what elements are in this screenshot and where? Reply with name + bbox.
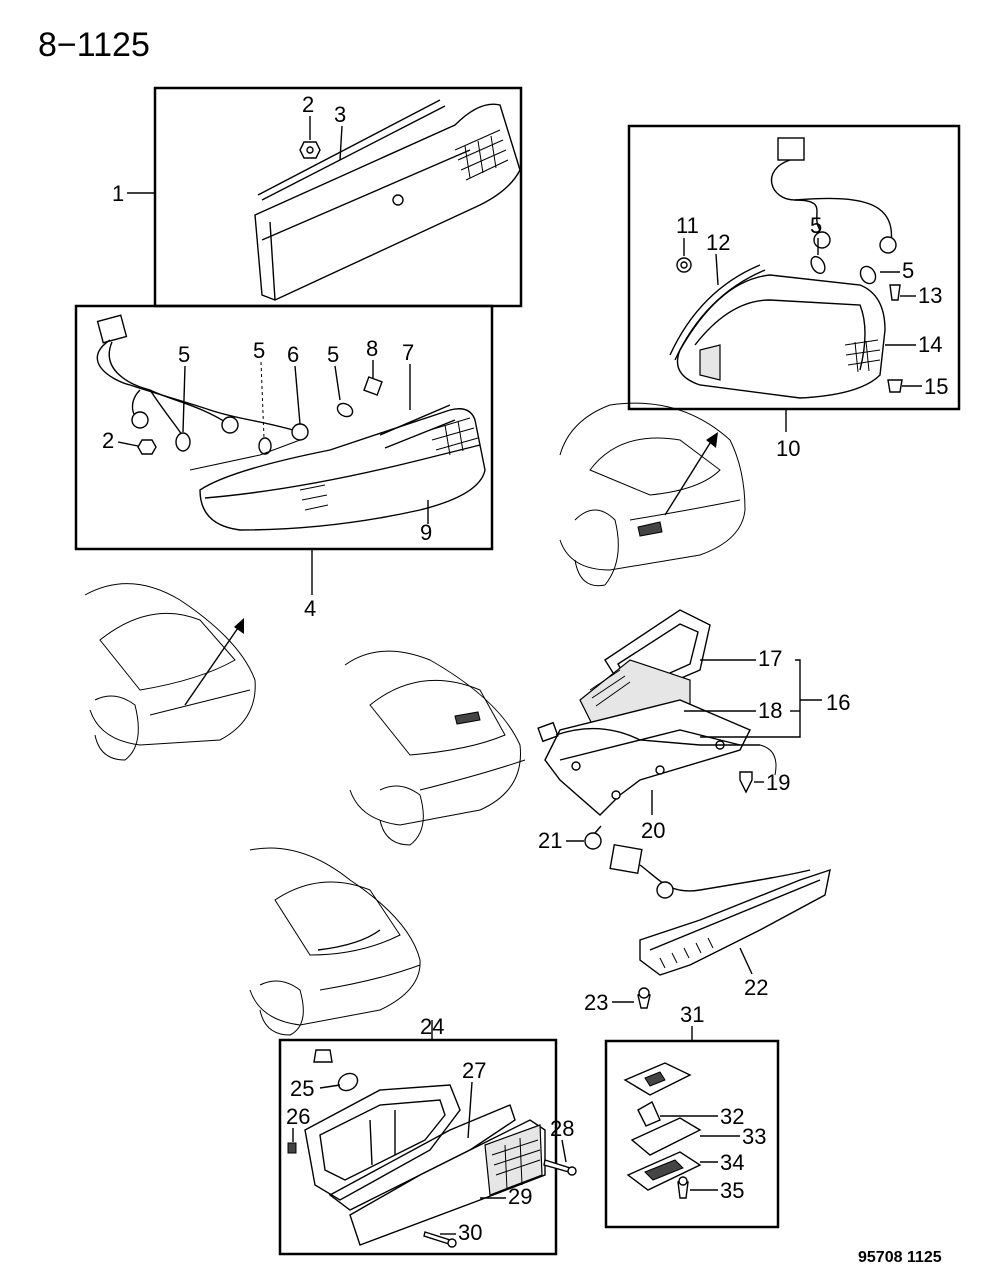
box-side-lamp-assembly: [627, 124, 961, 411]
callout-5d: 5: [810, 213, 822, 238]
callout-18: 18: [758, 698, 782, 723]
callout-8: 8: [366, 336, 378, 361]
callout-22: 22: [744, 975, 768, 1000]
high-mount-lamp-bracket-assembly: [537, 609, 777, 850]
callout-35: 35: [720, 1178, 744, 1203]
box-license-plate-lamp: [604, 1039, 780, 1229]
box-rear-combination-lamp: [74, 304, 494, 551]
callout-11: 11: [676, 213, 699, 238]
callout-9: 9: [420, 520, 432, 545]
box-front-turn-signal-lamp: [278, 1038, 577, 1256]
callout-25: 25: [290, 1076, 314, 1101]
vehicle-illustration-rear-left: [84, 583, 256, 761]
callout-2: 2: [302, 92, 314, 117]
callout-23: 23: [584, 990, 608, 1015]
callout-4: 4: [304, 596, 316, 621]
callout-26: 26: [286, 1104, 310, 1129]
callout-21: 21: [538, 828, 562, 853]
vehicle-illustration-center: [344, 650, 526, 846]
callout-5e: 5: [902, 258, 914, 283]
callout-14: 14: [918, 332, 942, 357]
callout-33: 33: [742, 1124, 766, 1149]
callout-5c: 5: [327, 342, 339, 367]
vehicle-illustration-lower: [249, 847, 421, 1036]
callout-13: 13: [918, 283, 942, 308]
callout-19: 19: [766, 770, 790, 795]
callout-30: 30: [458, 1220, 482, 1245]
callout-2b: 2: [102, 428, 114, 453]
callout-27: 27: [462, 1058, 486, 1083]
callout-12: 12: [706, 230, 730, 255]
callout-10: 10: [776, 436, 800, 461]
callout-15: 15: [924, 374, 948, 399]
high-mount-stop-lamp-strip: [609, 843, 831, 1009]
callout-34: 34: [720, 1150, 744, 1175]
callout-6: 6: [287, 342, 299, 367]
callout-5b: 5: [253, 338, 265, 363]
callout-3: 3: [334, 102, 346, 127]
callout-28: 28: [550, 1116, 574, 1141]
callout-16: 16: [826, 690, 850, 715]
footer-code: 95708 1125: [858, 1249, 942, 1266]
callout-1: 1: [112, 181, 124, 206]
callout-7: 7: [402, 340, 414, 365]
callout-29: 29: [508, 1184, 532, 1209]
callout-5a: 5: [178, 342, 190, 367]
page-title: 8−1125: [38, 26, 150, 64]
vehicle-illustration-rear-right: [559, 402, 746, 587]
callout-20: 20: [641, 818, 665, 843]
callout-31: 31: [680, 1002, 704, 1027]
callout-17: 17: [758, 646, 782, 671]
callout-32: 32: [720, 1104, 744, 1129]
